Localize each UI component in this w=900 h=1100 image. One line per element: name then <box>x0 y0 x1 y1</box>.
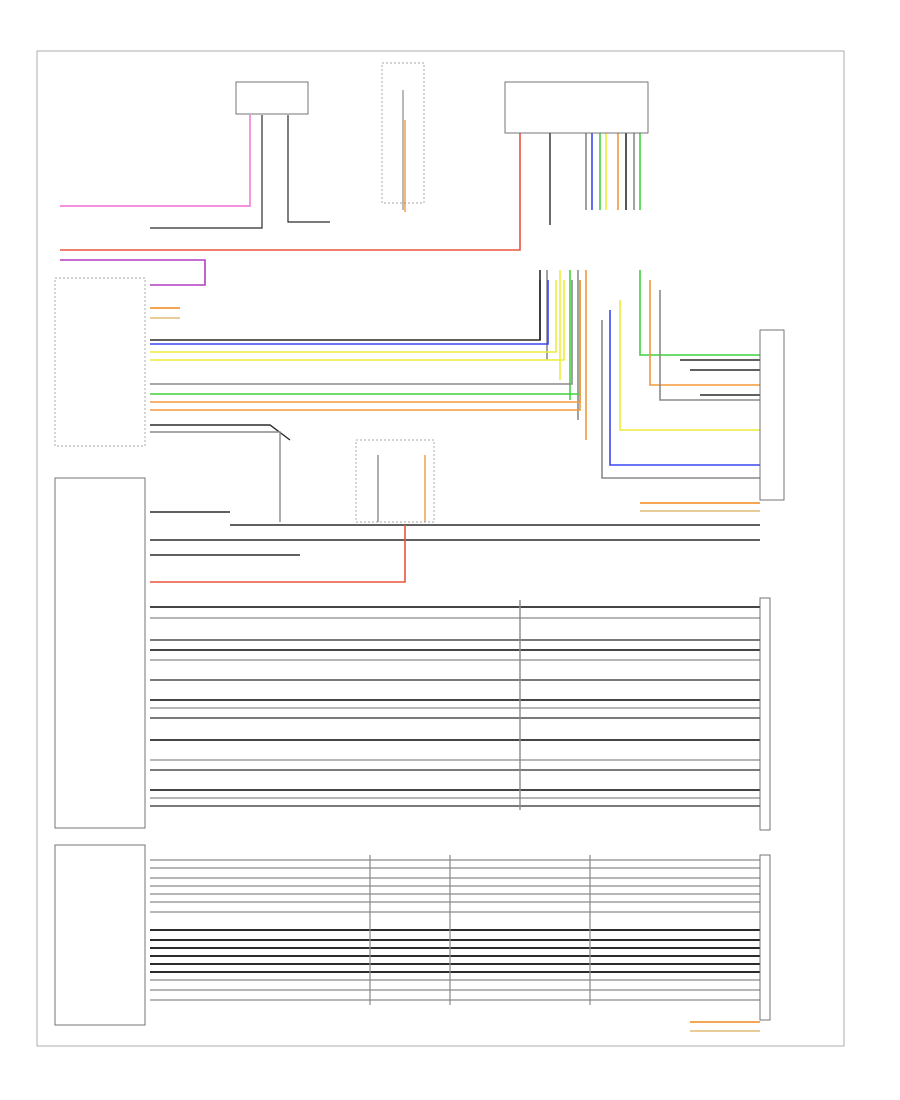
wire-31 <box>649 280 760 386</box>
left-connector-group-upper <box>54 277 146 447</box>
wire-red-top <box>60 133 521 251</box>
center-stack-control-module <box>504 81 649 134</box>
wire-20 <box>150 280 541 341</box>
wire-layer <box>60 90 760 1032</box>
wire-pink-top <box>60 115 251 207</box>
right-connector-module-a <box>759 329 785 501</box>
wire-2 <box>60 259 206 286</box>
wire-red-mid <box>150 525 406 583</box>
wire-40 <box>150 431 281 522</box>
wire-0 <box>150 115 263 229</box>
wire-22 <box>150 280 557 353</box>
wire-30 <box>639 270 760 356</box>
right-connector-bar-c <box>759 854 771 1021</box>
wire-27 <box>150 280 581 411</box>
diagram-frame <box>36 50 845 1047</box>
wire-25 <box>150 280 581 395</box>
wire-1 <box>287 115 330 223</box>
relay-box-dashed <box>355 439 435 523</box>
ac-panel-module <box>54 844 146 1026</box>
wire-21 <box>150 280 549 345</box>
wire-32 <box>659 290 760 401</box>
wire-39 <box>150 424 291 441</box>
wire-35 <box>601 320 760 479</box>
radio-receiver-module <box>54 477 146 829</box>
rear-entertainment-module <box>235 81 309 115</box>
fuse-panel-dashed <box>381 62 425 204</box>
outer-frame <box>36 50 845 1047</box>
wire-34 <box>609 310 760 466</box>
wire-23 <box>150 280 565 361</box>
wire-24 <box>150 280 573 385</box>
wire-33 <box>619 300 760 431</box>
right-connector-bar-b <box>759 597 771 831</box>
